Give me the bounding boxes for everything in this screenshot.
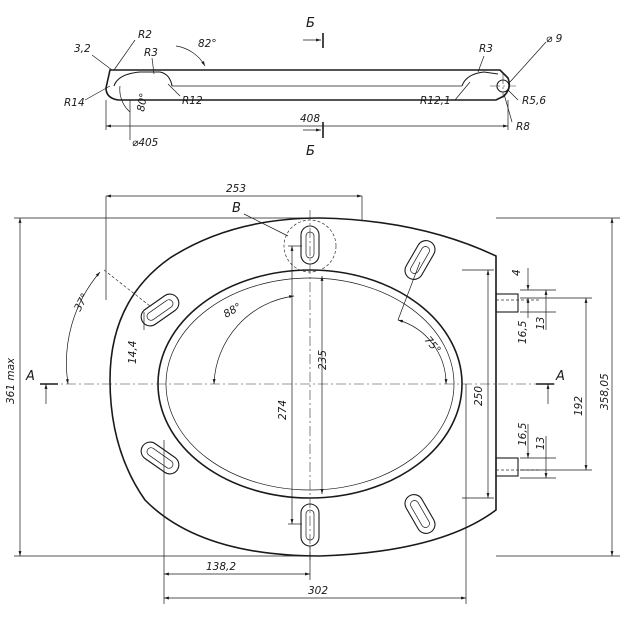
label-361-max: 361 max bbox=[5, 357, 17, 404]
label-14-4: 14,4 bbox=[127, 341, 139, 364]
side-profile-outline bbox=[105, 69, 511, 101]
label-r3-left: R3 bbox=[144, 47, 158, 59]
side-view: 3,2 R2 R3 82° Б R3 ⌀ 9 R14 R12 80° R12,1… bbox=[64, 16, 563, 159]
label-250: 250 bbox=[473, 386, 485, 406]
label-16-5-top: 16,5 bbox=[517, 320, 529, 344]
label-138-2: 138,2 bbox=[206, 561, 236, 573]
side-profile-inner-right bbox=[461, 71, 499, 87]
label-section-a-left: А bbox=[25, 369, 35, 384]
label-d9: ⌀ 9 bbox=[546, 33, 563, 45]
label-3-2: 3,2 bbox=[74, 43, 91, 55]
label-37-deg: 37° bbox=[72, 291, 91, 313]
hinge-top bbox=[495, 293, 519, 313]
slot-top-right bbox=[404, 240, 436, 280]
label-detail-b: В bbox=[232, 201, 241, 216]
label-section-b-bottom: Б bbox=[306, 144, 315, 159]
label-r2: R2 bbox=[138, 29, 152, 41]
label-302: 302 bbox=[308, 585, 328, 597]
label-r12: R12 bbox=[182, 95, 203, 107]
label-r14: R14 bbox=[64, 97, 85, 109]
seat-outer-outline bbox=[109, 217, 497, 557]
label-16-5-bottom: 16,5 bbox=[517, 422, 529, 446]
slot-left-bottom bbox=[140, 441, 180, 475]
label-13-bottom: 13 bbox=[535, 437, 547, 450]
label-r5-6: R5,6 bbox=[522, 95, 546, 107]
label-r12-1: R12,1 bbox=[420, 95, 451, 107]
label-r8: R8 bbox=[516, 121, 530, 133]
label-253: 253 bbox=[226, 183, 246, 195]
label-section-a-right: А bbox=[555, 369, 565, 384]
arc-75 bbox=[397, 319, 448, 385]
label-274: 274 bbox=[277, 400, 289, 420]
label-80-deg: 80° bbox=[135, 92, 150, 112]
label-235: 235 bbox=[317, 350, 329, 370]
slot-bottom-right bbox=[404, 494, 436, 534]
label-192: 192 bbox=[573, 396, 585, 416]
label-r3-right: R3 bbox=[479, 43, 493, 55]
side-profile-inner-left bbox=[113, 71, 173, 87]
arc-88 bbox=[212, 295, 295, 385]
label-408: 408 bbox=[300, 113, 320, 125]
arc-37 bbox=[65, 271, 101, 385]
slot-left-top bbox=[140, 293, 180, 327]
label-82-deg: 82° bbox=[198, 38, 217, 50]
label-section-b-top: Б bbox=[306, 16, 315, 31]
label-358-05: 358,05 bbox=[599, 373, 611, 410]
label-4: 4 bbox=[511, 269, 523, 276]
label-88-deg: 88° bbox=[222, 301, 244, 321]
plan-view: 253 В 37° 88° 75° 14,4 235 274 250 4 16,… bbox=[5, 183, 620, 604]
label-d405: ⌀405 bbox=[132, 137, 159, 149]
label-13-top: 13 bbox=[535, 317, 547, 330]
hinge-bottom bbox=[495, 457, 519, 477]
